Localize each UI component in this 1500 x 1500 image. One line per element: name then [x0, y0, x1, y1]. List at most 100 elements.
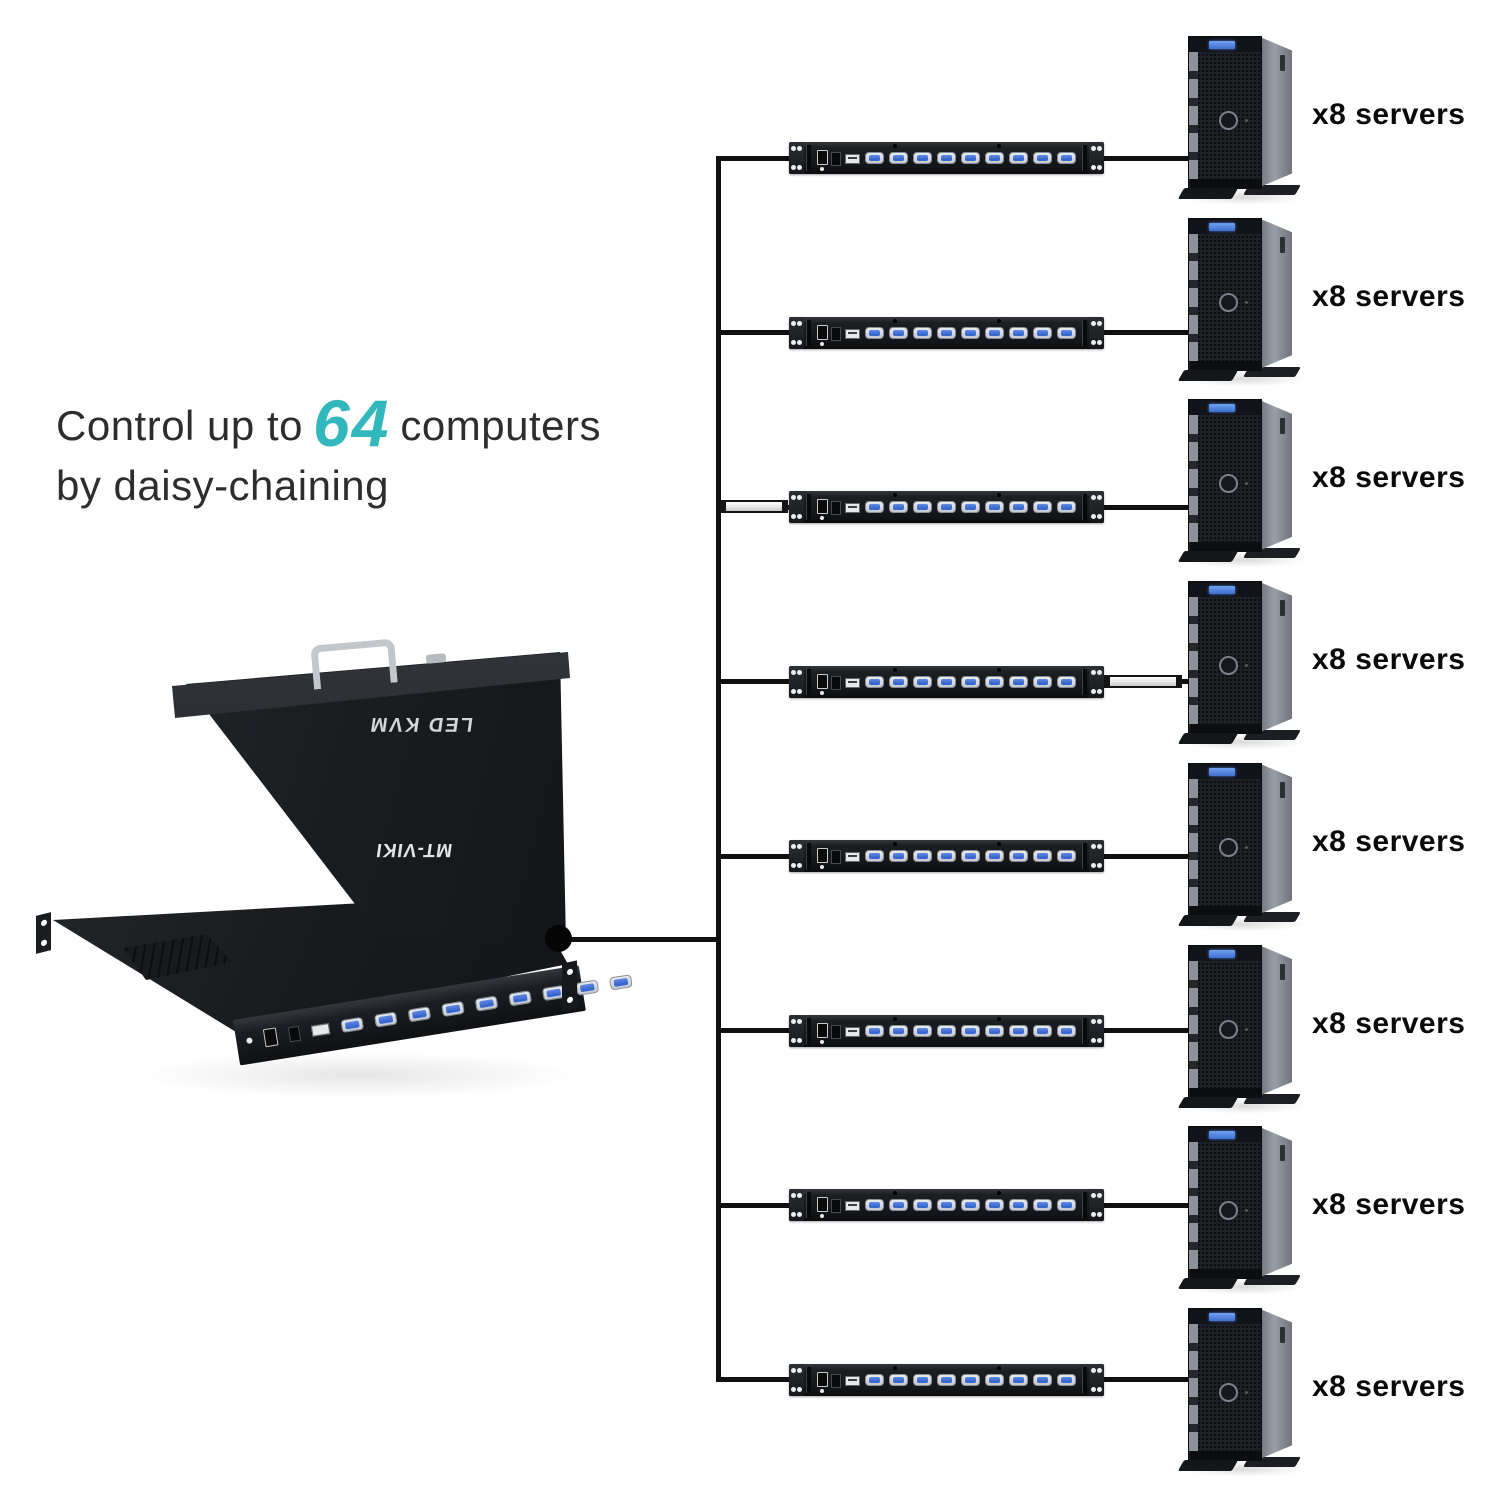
- daisy-wire-left: [716, 679, 794, 684]
- vga-port: [937, 1373, 956, 1386]
- vga-port: [1057, 1373, 1076, 1386]
- power-switch: [817, 324, 828, 346]
- brand-badge: [1219, 1019, 1248, 1039]
- kvm-switch-bar: [789, 491, 1104, 523]
- tower-front-foot: [1177, 1459, 1239, 1471]
- tower-side-panel: [1260, 945, 1292, 1096]
- vga-port: [1033, 850, 1052, 862]
- vga-port: [961, 152, 980, 164]
- daisy-wire-left: [716, 330, 794, 335]
- bracket-slot: [1082, 843, 1087, 869]
- servers-count-label: x8 servers: [1312, 824, 1466, 858]
- headline-number: 64: [312, 386, 391, 460]
- vga-ports: [865, 1373, 1076, 1386]
- usb-port: [845, 1026, 860, 1037]
- vga-port: [889, 1199, 908, 1211]
- lcd-display: [1209, 586, 1235, 595]
- kvm-switch-bar: [789, 840, 1104, 872]
- kvm-console: LED KVM MT-VIKI: [28, 632, 660, 1112]
- power-switch: [817, 150, 828, 171]
- cable-connector-left: [720, 500, 788, 513]
- vga-port: [1033, 1024, 1052, 1037]
- vga-port: [1009, 675, 1028, 688]
- bracket-slot: [806, 668, 811, 695]
- vga-port: [1033, 1199, 1052, 1211]
- tower-base-bar: [1190, 724, 1261, 734]
- tower-side-panel: [1260, 1127, 1292, 1278]
- vga-port: [889, 1024, 908, 1037]
- rack-ear-left: [789, 491, 804, 523]
- rack-ear-right: [1089, 1014, 1104, 1047]
- drive-bay-latches: [1189, 1323, 1198, 1452]
- vga-port: [985, 1199, 1004, 1211]
- servers-count-label: x8 servers: [1312, 1188, 1466, 1222]
- servers-count-label: x8 servers: [1312, 461, 1466, 495]
- rack-ear-right: [1089, 665, 1104, 698]
- tower-base-bar: [1190, 179, 1261, 188]
- tower-side-panel: [1260, 400, 1292, 551]
- bracket-slot: [806, 1017, 811, 1044]
- vga-port: [1009, 1199, 1028, 1211]
- lcd-display: [1209, 404, 1235, 413]
- vga-port: [961, 1199, 980, 1211]
- vga-port: [1009, 326, 1028, 339]
- power-switch: [817, 1022, 828, 1044]
- drive-bay-latches: [1189, 52, 1198, 180]
- vga-port: [985, 152, 1004, 164]
- rack-ear-left: [789, 142, 804, 174]
- kvm-switch-bar: [789, 142, 1104, 174]
- vga-port: [865, 152, 884, 164]
- brand-badge: [1219, 1201, 1248, 1221]
- vga-ports: [865, 152, 1076, 164]
- vga-port: [937, 675, 956, 688]
- server-wire-right: [1102, 853, 1194, 859]
- tower-base-bar: [1190, 1087, 1261, 1097]
- server-wire-right: [1102, 1202, 1194, 1208]
- tower-front-panel: [1188, 1126, 1262, 1280]
- tower-front-panel: [1188, 36, 1262, 189]
- drive-bay-latches: [1189, 233, 1198, 362]
- dc-jack: [831, 1024, 841, 1039]
- servers-count-label: x8 servers: [1312, 1006, 1466, 1040]
- vga-port: [1033, 326, 1052, 339]
- servers-count-label: x8 servers: [1312, 279, 1466, 313]
- feed-line: [558, 937, 718, 942]
- bracket-slot: [1082, 319, 1087, 346]
- vga-port: [1033, 1373, 1052, 1386]
- vga-port: [889, 501, 908, 513]
- usb-port: [845, 852, 860, 862]
- power-switch: [817, 1371, 828, 1393]
- server-wire-right: [1102, 330, 1194, 335]
- tower-front-panel: [1188, 1307, 1262, 1461]
- bracket-slot: [1082, 145, 1087, 171]
- vga-port: [1057, 1024, 1076, 1037]
- vga-port: [985, 501, 1004, 513]
- trunk-line: [716, 156, 721, 1382]
- daisy-wire-left: [716, 853, 794, 859]
- tower-top-bezel: [1189, 763, 1261, 779]
- vga-port: [937, 326, 956, 339]
- vga-ports: [865, 326, 1076, 339]
- tower-top-bezel: [1189, 945, 1261, 961]
- lcd-display: [1209, 949, 1235, 958]
- tower-front-panel: [1188, 399, 1262, 553]
- daisy-wire-left: [716, 1202, 794, 1208]
- bracket-slot: [1082, 1192, 1087, 1218]
- server-tower: [1177, 34, 1308, 205]
- lcd-display: [1209, 1312, 1235, 1321]
- kvm-switch-bar: [789, 1014, 1104, 1047]
- vga-port: [985, 675, 1004, 688]
- junction-dot: [545, 925, 572, 952]
- vga-port: [913, 152, 932, 164]
- vga-port: [961, 850, 980, 862]
- vga-port: [937, 850, 956, 862]
- vga-ports: [865, 850, 1076, 862]
- tower-base-bar: [1190, 905, 1261, 915]
- vga-port: [865, 675, 884, 688]
- drive-bay-latches: [1189, 415, 1198, 544]
- usb-port: [845, 503, 860, 513]
